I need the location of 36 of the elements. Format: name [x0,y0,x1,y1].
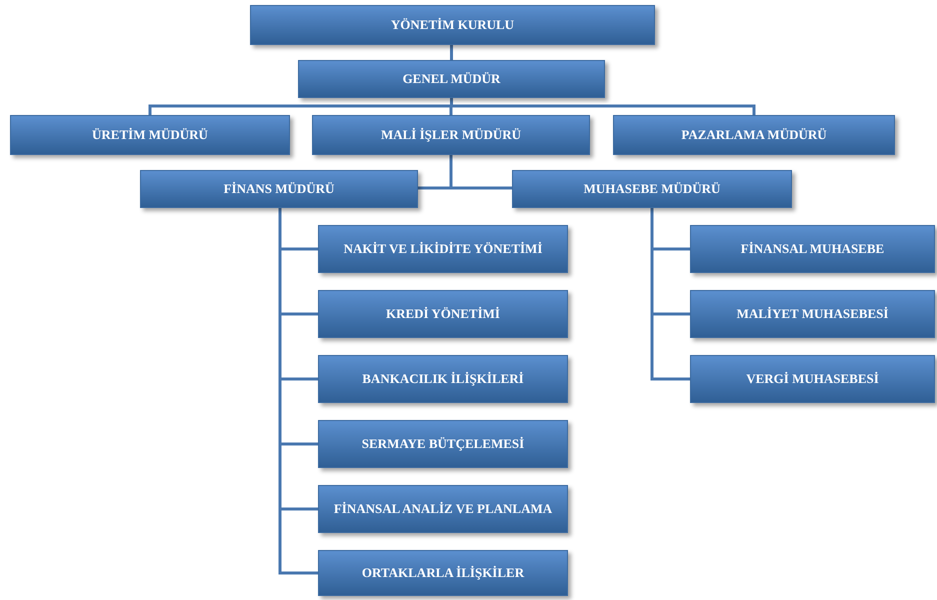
org-box [312,115,590,155]
box-label: PAZARLAMA MÜDÜRÜ [681,128,827,142]
box-label: MALİYET MUHASEBESİ [736,307,888,321]
org-box [318,290,568,338]
box-label: FİNANSAL ANALİZ VE PLANLAMA [334,502,552,516]
box-label: ÜRETİM MÜDÜRÜ [92,128,208,142]
org-box [318,420,568,468]
org-box [318,355,568,403]
org-box [250,5,655,45]
box-label: YÖNETİM KURULU [390,18,514,32]
org-box [318,485,568,533]
org-box [512,170,792,208]
connector-line [450,155,512,190]
box-label: KREDİ YÖNETİMİ [386,307,500,321]
org-box [10,115,290,155]
org-box [690,290,935,338]
box-label: GENEL MÜDÜR [402,72,500,86]
box-label: SERMAYE BÜTÇELEMESİ [362,437,524,451]
box-label: FİNANS MÜDÜRÜ [224,182,334,196]
box-label: FİNANSAL MUHASEBE [740,242,884,256]
org-box [140,170,418,208]
box-label: NAKİT VE LİKİDİTE YÖNETİMİ [344,242,542,256]
org-box [690,355,935,403]
org-box [318,225,568,273]
box-label: MUHASEBE MÜDÜRÜ [584,182,720,196]
org-box [318,550,568,596]
org-box [298,60,605,98]
box-label: BANKACILIK İLİŞKİLERİ [362,372,524,386]
org-box [613,115,895,155]
box-label: VERGİ MUHASEBESİ [746,372,879,386]
connector-line [278,208,318,574]
box-label: ORTAKLARLA İLİŞKİLER [362,566,524,580]
org-box [690,225,935,273]
connector-line [450,98,756,115]
box-label: MALİ İŞLER MÜDÜRÜ [380,128,522,142]
connector-line [450,45,453,60]
